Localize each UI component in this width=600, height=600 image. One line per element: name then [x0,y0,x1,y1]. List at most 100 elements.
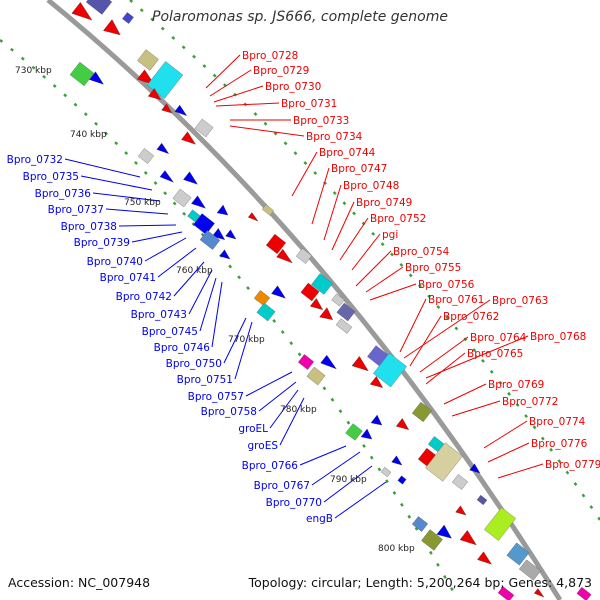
ruler-label: 800 kbp [378,544,415,554]
gene-label-right: Bpro_0776 [531,438,588,450]
gene-block [85,0,113,15]
gene-label-left: groEL [238,423,268,435]
gene-features [69,0,592,600]
gene-block [300,282,320,302]
gene-label-right: Bpro_0769 [488,379,544,391]
gene-label-right: Bpro_0752 [370,213,426,225]
gene-block [311,273,333,295]
gene-label-left: Bpro_0746 [154,342,211,354]
gene-arrow [370,414,383,426]
leader-line [213,85,264,103]
gene-label-right: Bpro_0756 [418,279,475,291]
leader-line [369,283,417,301]
gene-block [331,293,345,307]
gene-block [427,436,445,452]
ruler-label: 750 kbp [124,198,161,208]
leader-line [331,201,355,251]
leader-line [311,451,361,486]
gene-arrow [161,103,173,114]
leader-line [205,54,241,89]
leader-line [223,317,247,364]
gene-label-right: Bpro_0779 [545,459,600,471]
gene-block [69,61,95,87]
leader-line [118,224,177,227]
backbone-arc [46,0,563,600]
gene-block [256,302,276,322]
gene-label-right: Bpro_0768 [530,331,586,343]
leader-line [258,381,297,412]
gene-arrow [103,19,121,36]
ruler-label: 790 kbp [330,475,367,485]
gene-arrow [183,171,198,185]
leader-line [351,233,381,271]
gene-arrow [319,307,333,320]
leader-line [279,397,305,446]
gene-label-left: Bpro_0766 [242,460,299,472]
leader-line [144,237,187,262]
gene-label-right: Bpro_0733 [293,115,349,127]
gene-label-right: Bpro_0749 [356,197,412,209]
leader-line [299,445,347,466]
leader-line [451,400,501,417]
gene-label-right: Bpro_0729 [253,65,309,77]
gene-block [137,49,159,71]
leader-line [131,231,183,243]
gene-block [253,290,271,306]
ruler-label: 740 kbp [70,130,107,140]
gene-label-right: Bpro_0734 [306,131,363,143]
leader-line [245,371,293,397]
gene-block [519,559,541,581]
gene-label-left: engB [306,513,333,525]
leader-line [269,389,299,429]
gene-arrow [147,88,162,100]
gene-arrow [191,195,206,209]
leader-line [425,352,466,385]
gene-block [506,542,530,566]
gene-label-left: groES [248,440,279,452]
gene-block [122,12,134,24]
gene-label-right: Bpro_0747 [331,163,387,175]
gene-label-right: Bpro_0765 [467,348,523,360]
gene-block [199,230,221,250]
gene-arrow [89,71,104,85]
gene-arrow [159,170,174,183]
leader-line [497,463,544,479]
gene-label-right: Bpro_0764 [470,332,527,344]
gene-block [380,466,392,478]
leader-line [365,266,404,293]
leader-line [209,69,252,97]
gene-block [193,213,215,235]
gene-label-left: Bpro_0742 [116,291,172,303]
inner-tick-track [0,39,460,600]
leader-line [487,442,530,463]
gene-block [411,516,429,532]
label-leader-lines [64,54,544,519]
leader-line [323,184,342,241]
leader-line [211,281,223,348]
leader-line [311,167,330,225]
gene-label-left: Bpro_0740 [87,256,143,268]
gene-label-left: Bpro_0741 [100,272,156,284]
topology-text: Topology: circular; Length: 5,200,264 bp… [248,575,592,590]
gene-arrow [533,588,545,598]
leader-line [80,175,153,191]
gene-arrow [309,298,324,310]
gene-label-right: Bpro_0761 [428,294,484,306]
leader-line [157,247,197,278]
gene-label-left: Bpro_0732 [7,154,63,166]
leader-line [64,158,141,178]
leader-line [355,250,392,287]
leader-line [229,125,305,137]
leader-line [291,151,318,197]
gene-label-right: Bpro_0774 [529,416,586,428]
gene-arrow [455,505,467,516]
gene-block [345,423,363,441]
gene-arrow [156,142,170,154]
gene-arrow [216,204,229,216]
gene-label-left: Bpro_0739 [74,237,130,249]
leader-line [419,336,469,373]
gene-label-right: Bpro_0730 [265,81,321,93]
gene-label-left: Bpro_0767 [254,480,310,492]
